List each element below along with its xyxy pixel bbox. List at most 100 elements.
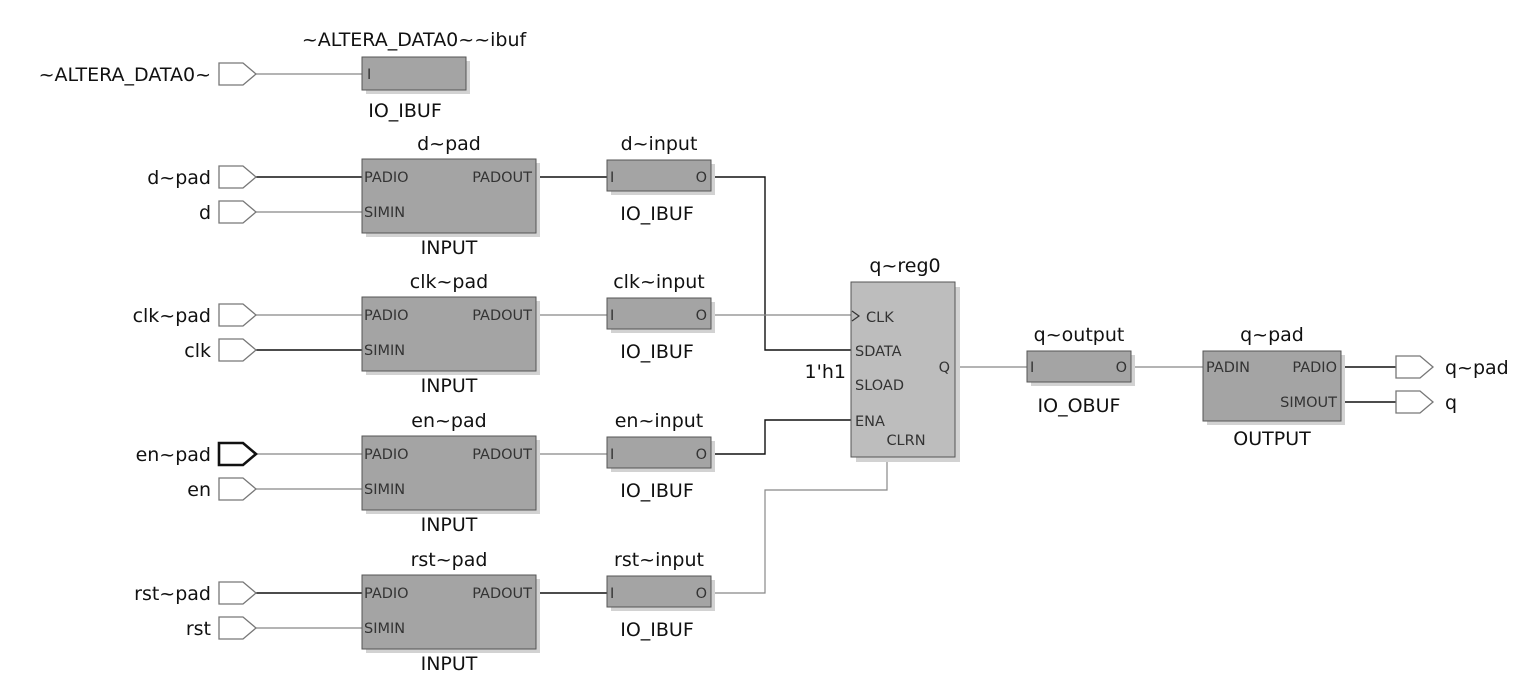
q-reg0-body[interactable]: [850, 281, 956, 458]
en-pad-port-padio: PADIO: [364, 447, 409, 463]
pin-altera-data0[interactable]: [218, 62, 258, 86]
label-altera-data0: ~ALTERA_DATA0~: [39, 64, 211, 86]
d-pad-block[interactable]: PADIO SIMIN PADOUT d~pad INPUT: [361, 133, 540, 259]
d-input-port-o: O: [696, 170, 707, 186]
pin-q-pad[interactable]: [1395, 355, 1435, 379]
rst-pad-port-padout: PADOUT: [472, 586, 532, 602]
pin-rst-pad[interactable]: [218, 581, 258, 605]
rst-input-block[interactable]: I O rst~input IO_IBUF: [606, 549, 715, 641]
pin-rst[interactable]: [218, 616, 258, 640]
en-pad-port-padout: PADOUT: [472, 447, 532, 463]
clk-pad-name: clk~pad: [410, 271, 488, 293]
clk-input-type: IO_IBUF: [620, 341, 694, 363]
d-input-port-i: I: [610, 170, 614, 186]
altera-ibuf-type: IO_IBUF: [368, 100, 442, 122]
d-pad-type: INPUT: [421, 237, 478, 259]
q-reg0-port-ena: ENA: [855, 414, 885, 430]
en-pad-port-simin: SIMIN: [364, 482, 405, 498]
d-input-type: IO_IBUF: [620, 203, 694, 225]
d-input-body[interactable]: [606, 159, 712, 192]
q-output-type: IO_OBUF: [1038, 395, 1121, 417]
d-pad-port-padio: PADIO: [364, 170, 409, 186]
clk-pad-port-padio: PADIO: [364, 308, 409, 324]
altera-ibuf-name: ~ALTERA_DATA0~~ibuf: [302, 29, 528, 51]
label-q-pad: q~pad: [1445, 357, 1509, 379]
clk-pad-type: INPUT: [421, 375, 478, 397]
label-d: d: [199, 202, 211, 224]
clk-pad-port-padout: PADOUT: [472, 308, 532, 324]
q-pad-block[interactable]: PADIN PADIO SIMOUT q~pad OUTPUT: [1202, 324, 1345, 450]
clk-input-name: clk~input: [613, 271, 705, 293]
pin-clk-pad[interactable]: [218, 303, 258, 327]
label-en: en: [187, 479, 211, 501]
en-pad-block[interactable]: PADIO SIMIN PADOUT en~pad INPUT: [361, 410, 540, 536]
q-reg0-port-clk: CLK: [866, 310, 894, 326]
q-output-port-i: I: [1030, 360, 1034, 376]
rst-input-port-o: O: [696, 586, 707, 602]
d-pad-body[interactable]: [361, 158, 537, 234]
q-reg0-port-sdata: SDATA: [855, 344, 902, 360]
pin-en-pad[interactable]: [217, 441, 259, 467]
label-clk-pad: clk~pad: [133, 305, 211, 327]
q-reg0-port-q: Q: [939, 360, 950, 376]
d-pad-port-simin: SIMIN: [364, 205, 405, 221]
label-d-pad: d~pad: [147, 167, 211, 189]
label-en-pad: en~pad: [136, 444, 211, 466]
d-input-block[interactable]: I O d~input IO_IBUF: [606, 133, 715, 225]
clk-pad-block[interactable]: PADIO SIMIN PADOUT clk~pad INPUT: [361, 271, 540, 397]
altera-ibuf-body[interactable]: [361, 56, 467, 91]
en-input-port-i: I: [610, 447, 614, 463]
q-pad-port-simout: SIMOUT: [1280, 395, 1337, 411]
pin-q[interactable]: [1395, 390, 1435, 414]
d-pad-port-padout: PADOUT: [472, 170, 532, 186]
label-rst: rst: [186, 618, 211, 640]
q-output-block[interactable]: I O q~output IO_OBUF: [1026, 324, 1135, 417]
q-reg0-block[interactable]: CLK SDATA SLOAD ENA CLRN Q q~reg0 1'h1: [805, 255, 960, 462]
q-output-name: q~output: [1034, 324, 1125, 346]
altera-ibuf-port-i: I: [367, 67, 371, 83]
rst-pad-block[interactable]: PADIO SIMIN PADOUT rst~pad INPUT: [361, 549, 540, 675]
clk-pad-port-simin: SIMIN: [364, 343, 405, 359]
en-input-body[interactable]: [606, 436, 712, 469]
en-pad-body[interactable]: [361, 435, 537, 511]
d-pad-name: d~pad: [417, 133, 481, 155]
label-rst-pad: rst~pad: [134, 583, 211, 605]
en-input-port-o: O: [696, 447, 707, 463]
q-output-body[interactable]: [1026, 350, 1132, 383]
en-input-block[interactable]: I O en~input IO_IBUF: [606, 410, 715, 502]
rst-input-name: rst~input: [614, 549, 704, 571]
q-pad-name: q~pad: [1240, 324, 1304, 346]
q-pad-port-padio: PADIO: [1292, 360, 1337, 376]
clk-input-port-i: I: [610, 308, 614, 324]
q-reg0-port-sload: SLOAD: [855, 378, 904, 394]
label-clk: clk: [184, 340, 211, 362]
rst-pad-port-simin: SIMIN: [364, 621, 405, 637]
wire-d-to-sdata: [711, 176, 851, 351]
clk-input-body[interactable]: [606, 297, 712, 330]
rst-pad-body[interactable]: [361, 574, 537, 650]
clk-pad-body[interactable]: [361, 296, 537, 372]
q-pad-port-padin: PADIN: [1206, 360, 1250, 376]
rst-pad-port-padio: PADIO: [364, 586, 409, 602]
pin-d[interactable]: [218, 200, 258, 224]
clk-input-block[interactable]: I O clk~input IO_IBUF: [606, 271, 715, 363]
clock-triangle-icon: [851, 310, 861, 322]
q-pad-body[interactable]: [1202, 350, 1342, 422]
clk-input-port-o: O: [696, 308, 707, 324]
en-input-name: en~input: [615, 410, 704, 432]
en-pad-name: en~pad: [411, 410, 486, 432]
pin-en[interactable]: [218, 477, 258, 501]
pin-d-pad[interactable]: [218, 165, 258, 189]
q-reg0-name: q~reg0: [869, 255, 940, 277]
rst-input-body[interactable]: [606, 575, 712, 608]
altera-ibuf-block[interactable]: I ~ALTERA_DATA0~~ibuf IO_IBUF: [302, 29, 528, 122]
rst-pad-name: rst~pad: [411, 549, 488, 571]
q-reg0-port-clrn: CLRN: [886, 433, 925, 449]
pin-clk[interactable]: [218, 338, 258, 362]
d-input-name: d~input: [621, 133, 698, 155]
const-1h1: 1'h1: [805, 361, 846, 383]
wire-rst-to-clrn: [711, 458, 888, 594]
rst-input-port-i: I: [610, 586, 614, 602]
rst-pad-type: INPUT: [421, 653, 478, 675]
